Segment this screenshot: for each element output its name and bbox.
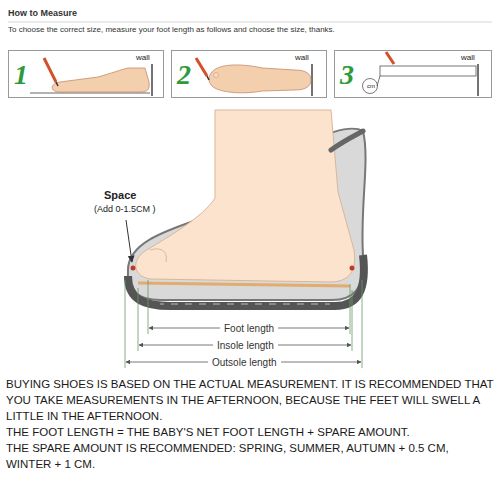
note-block: BUYING SHOES IS BASED ON THE ACTUAL MEAS… [6,376,494,472]
space-label: Space [104,189,136,201]
dimension-label: Foot length [220,323,278,334]
step-number: 2 [177,61,191,89]
measure-panel: 3 wall cm [334,50,492,98]
unit-label: cm [365,83,377,90]
wall-label: wall [295,54,309,63]
measure-panel: 1 wall [8,50,164,98]
wall-label: wall [461,54,475,63]
dimension-label: Insole length [213,340,278,351]
note-text: THE FOOT LENGTH = THE BABY'S NET FOOT LE… [6,424,494,440]
measure-panel: 2 wall [171,50,327,98]
title: How to Measure [8,9,77,19]
step-number: 3 [340,61,354,89]
dimension-label: Outsole length [208,357,281,368]
space-note: (Add 0-1.5CM ) [94,205,156,215]
note-text: BUYING SHOES IS BASED ON THE ACTUAL MEAS… [6,376,494,424]
wall-label: wall [136,54,150,63]
subtitle: To choose the correct size, measure your… [8,26,335,35]
step-number: 1 [14,61,28,89]
note-text: THE SPARE AMOUNT IS RECOMMENDED: SPRING,… [6,440,494,472]
